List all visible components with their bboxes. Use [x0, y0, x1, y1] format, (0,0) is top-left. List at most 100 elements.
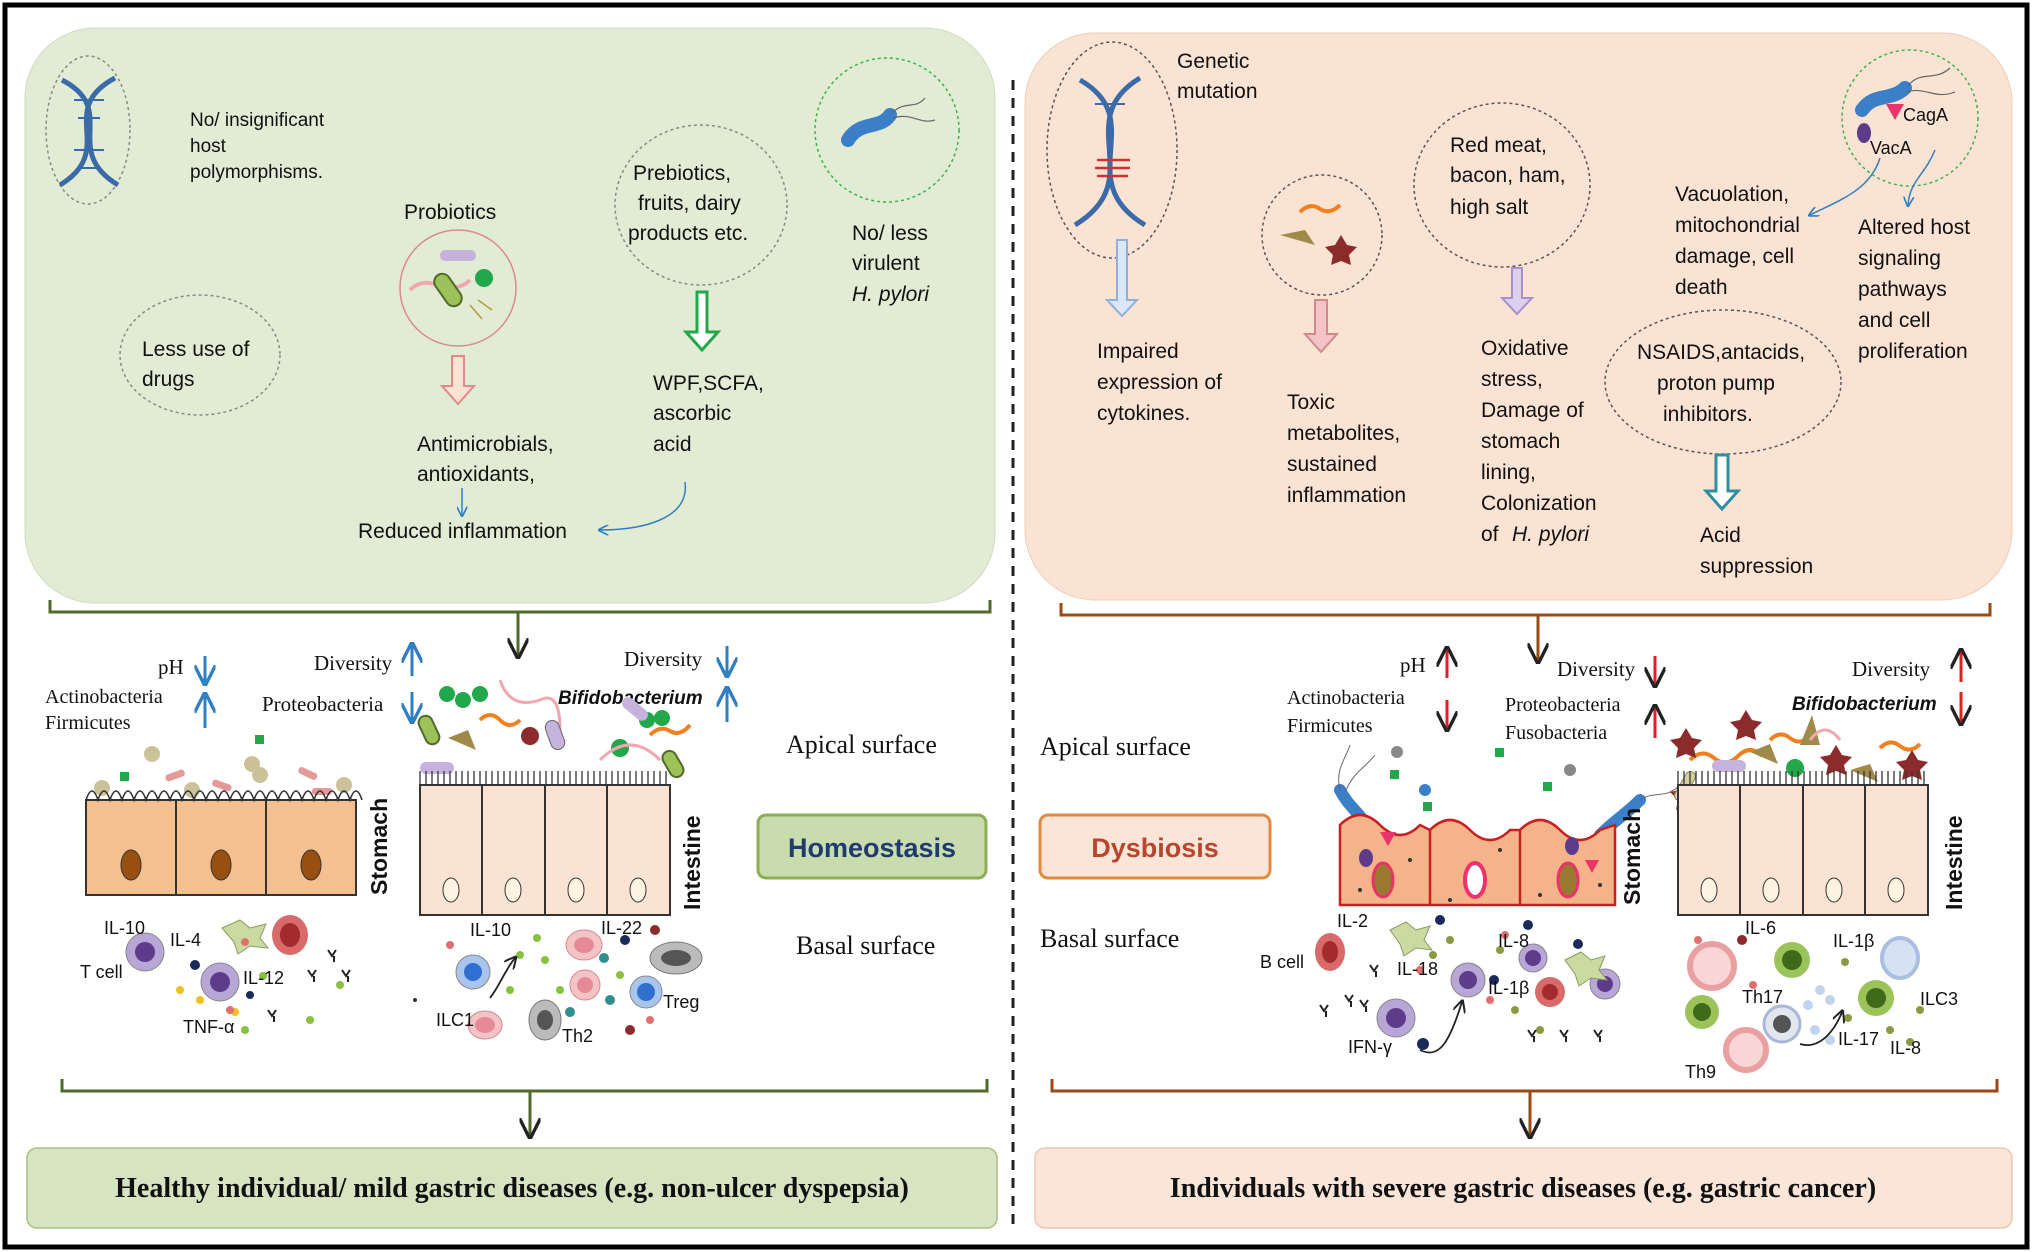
drugs-label: Less use of drugs — [142, 338, 255, 391]
toxic-microbes-icon — [1280, 203, 1357, 265]
right-stomach-label: Stomach — [1619, 808, 1645, 905]
right-intestine-label: Intestine — [1941, 815, 1967, 910]
right-il8: IL-8 — [1498, 931, 1529, 951]
prebiotics-arrow — [682, 290, 722, 353]
nsaids-arrow — [1702, 453, 1742, 512]
right-intestine-microbes — [1670, 710, 1928, 810]
probiotics-title: Probiotics — [404, 201, 496, 224]
right-stomach-cells — [1338, 813, 1617, 907]
right-firmi: Firmicutes — [1287, 715, 1373, 737]
left-intestine-cells — [419, 771, 671, 916]
oxidative-hpylori: H. pylori — [1512, 523, 1590, 546]
impaired-label: Impaired expression of cytokines. — [1097, 340, 1228, 425]
homeostasis-box — [756, 813, 988, 880]
left-il10: IL-10 — [104, 918, 145, 938]
right-th17: Th17 — [1742, 987, 1783, 1007]
right-il1b2: IL-1β — [1833, 931, 1874, 951]
left-top-brace — [48, 600, 992, 614]
meat-circle — [1413, 102, 1591, 268]
right-outcome-box — [1034, 1147, 2013, 1229]
right-stomach-immune-cells — [1315, 915, 1621, 1054]
toxic-circle — [1261, 174, 1383, 296]
left-tnf: TNF-α — [183, 1017, 234, 1037]
oxidative-label: Oxidative stress, Damage of stomach lini… — [1481, 337, 1597, 515]
apical-right: Apical surface — [1040, 732, 1191, 761]
left-proteo: Proteobacteria — [262, 692, 384, 716]
right-il17: IL-17 — [1838, 1029, 1879, 1049]
right-il2: IL-2 — [1337, 911, 1368, 931]
toxic-arrow — [1302, 299, 1340, 354]
hpylori-label: No/ less virulent H. pylori — [852, 222, 934, 306]
basal-right: Basal surface — [1040, 924, 1179, 953]
hpylori-icon — [841, 97, 936, 147]
probiotics-arrow — [439, 355, 477, 406]
right-il6: IL-6 — [1745, 918, 1776, 938]
toxic-label: Toxic metabolites, sustained inflammatio… — [1287, 391, 1406, 507]
left-il22: IL-22 — [601, 918, 642, 938]
meat-label: Red meat, bacon, ham, high salt — [1450, 134, 1571, 219]
dna-icon — [58, 75, 120, 188]
virulent-hpylori-circle — [1841, 49, 1979, 187]
right-top-brace — [1059, 603, 1992, 617]
right-factors-panel — [1024, 32, 2013, 601]
homeostasis-label: Homeostasis — [788, 833, 956, 863]
dysbiosis-box — [1038, 813, 1272, 880]
altered-label: Altered host signaling pathways and cell… — [1858, 216, 1976, 363]
hpylori-circle — [814, 57, 960, 203]
right-intestine-cells — [1677, 771, 1929, 916]
prebiotics-circle — [614, 124, 788, 286]
nsaids-label: NSAIDS,antacids, proton pump inhibitors. — [1637, 341, 1811, 426]
left-treg: Treg — [663, 992, 699, 1012]
left-il4: IL-4 — [170, 930, 201, 950]
vaca-arrow — [1810, 157, 1881, 215]
genetic-circle — [1046, 41, 1178, 259]
left-tcell: T cell — [80, 962, 123, 982]
right-intestine-immune-cells — [1685, 935, 1924, 1073]
left-actino: Actinobacteria — [45, 686, 163, 708]
left-outcome-text: Healthy individual/ mild gastric disease… — [115, 1173, 909, 1204]
probiotic-bacteria-icon — [408, 250, 493, 320]
right-th9: Th9 — [1685, 1062, 1716, 1082]
left-stomach-microbes — [94, 735, 352, 798]
left-firmi: Firmicutes — [45, 712, 131, 734]
apical-left: Apical surface — [786, 730, 937, 759]
left-th2: Th2 — [562, 1026, 593, 1046]
right-il1b: IL-1β — [1488, 978, 1529, 998]
right-fuso: Fusobacteria — [1505, 722, 1607, 744]
basal-left: Basal surface — [796, 931, 935, 960]
right-bottom-brace — [1050, 1079, 1999, 1093]
right-bcell: B cell — [1260, 952, 1304, 972]
caga-label: CagA — [1903, 105, 1948, 125]
left-ilc1: ILC1 — [436, 1010, 474, 1030]
genetic-arrow — [1104, 239, 1140, 318]
vaca-label: VacA — [1870, 138, 1912, 158]
left-intestine-immune-cells — [413, 925, 703, 1041]
right-il8b: IL-8 — [1890, 1038, 1921, 1058]
left-factors-panel — [24, 27, 996, 604]
right-ph: pH — [1400, 653, 1426, 677]
prebiotics-label: Prebiotics, fruits, dairy products etc. — [628, 162, 748, 245]
right-ilc3: ILC3 — [1920, 989, 1958, 1009]
left-ph: pH — [158, 655, 184, 679]
meat-arrow — [1499, 267, 1535, 316]
right-ifn: IFN-γ — [1348, 1037, 1392, 1057]
left-intestine-label: Intestine — [679, 815, 705, 910]
left-bottom-brace — [60, 1079, 989, 1093]
genetic-label: Genetic mutation — [1177, 50, 1258, 103]
wpf-label: WPF,SCFA, ascorbic acid — [653, 372, 770, 456]
right-proteo: Proteobacteria — [1505, 694, 1621, 716]
probiotics-circle — [399, 229, 517, 347]
caga-arrow — [1908, 149, 1936, 205]
right-actino: Actinobacteria — [1287, 687, 1405, 709]
drugs-circle — [119, 294, 281, 416]
acid-label: Acid suppression — [1700, 524, 1813, 578]
reduced-inflammation: Reduced inflammation — [358, 520, 567, 543]
left-il12: IL-12 — [243, 968, 284, 988]
antimicrobials-label: Antimicrobials, antioxidants, — [417, 433, 559, 486]
right-diversity-i: Diversity — [1852, 657, 1931, 681]
left-stomach-immune-cells — [125, 915, 351, 1034]
left-outcome-box — [26, 1147, 998, 1229]
